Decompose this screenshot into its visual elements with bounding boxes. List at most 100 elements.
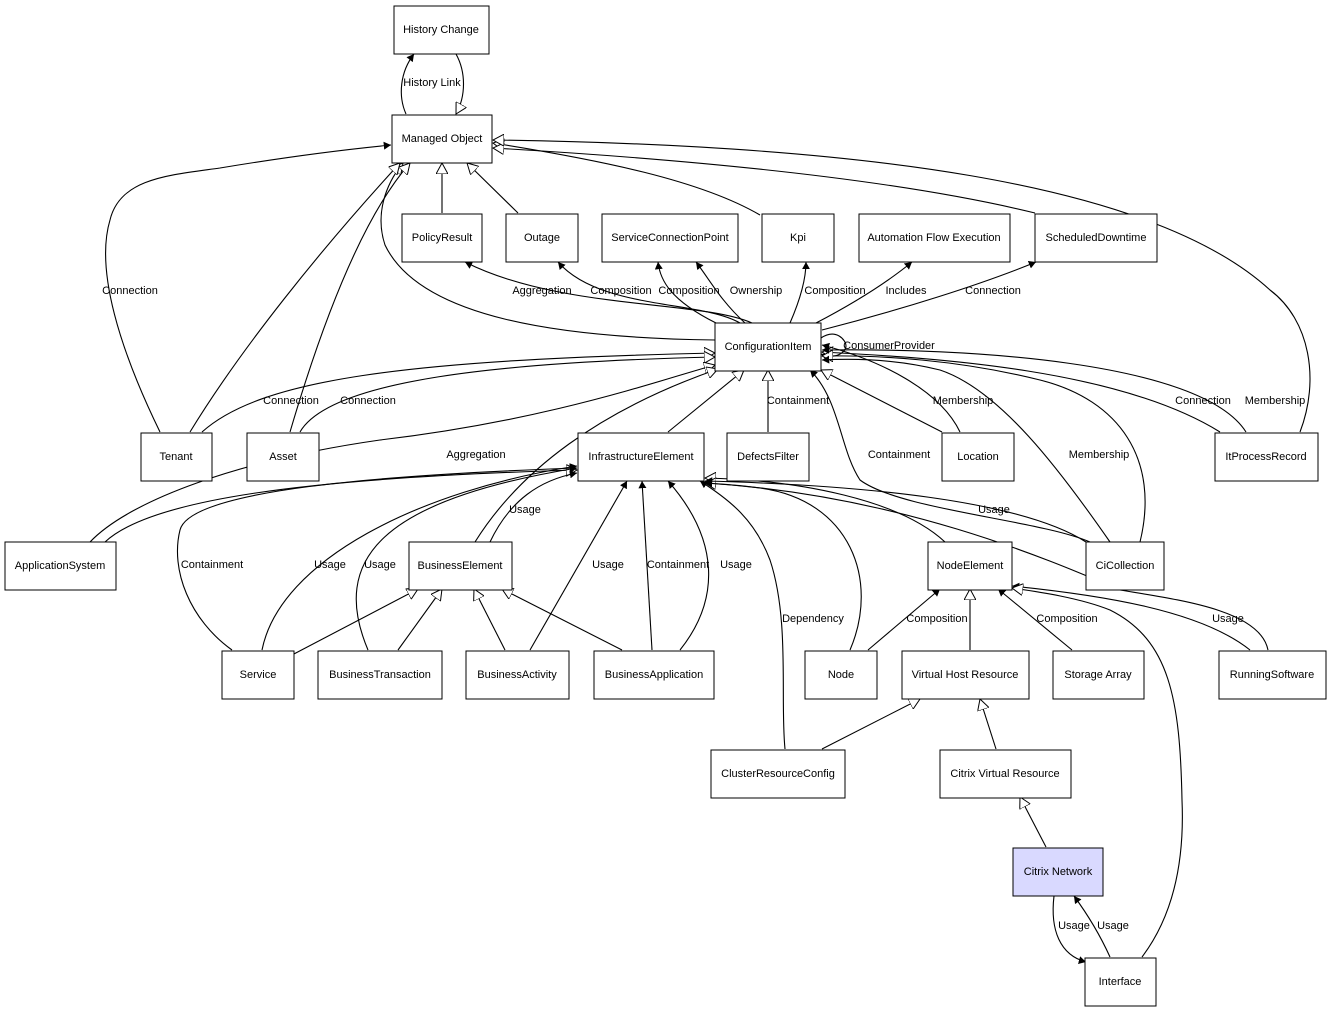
edge-tenant-ci — [201, 353, 715, 433]
edge-itpr-ci-connection — [821, 345, 1247, 433]
edge-history-link-down — [456, 53, 464, 114]
node-application-system[interactable]: ApplicationSystem — [4, 541, 117, 591]
edge-cicol-ci — [822, 356, 1146, 543]
label-containment-location: Containment — [868, 449, 930, 461]
node-configuration-item[interactable]: ConfigurationItem — [714, 322, 822, 372]
edge-node-ie — [704, 479, 862, 651]
edge-iface-cn-usage — [1073, 895, 1111, 958]
node-tenant[interactable]: Tenant — [140, 432, 213, 482]
node-infrastructure-element[interactable]: InfrastructureElement — [577, 432, 705, 482]
edge-ci-sd — [821, 261, 1037, 331]
label-usage-running: Usage — [1212, 613, 1244, 625]
edge-ci-afe — [815, 261, 913, 324]
node-business-application[interactable]: BusinessApplication — [593, 650, 715, 700]
label-dependency-crc: Dependency — [782, 613, 844, 625]
node-business-transaction[interactable]: BusinessTransaction — [317, 650, 443, 700]
node-storage-array[interactable]: Storage Array — [1052, 650, 1145, 700]
node-kpi-label: Kpi — [790, 232, 806, 244]
node-defects-filter[interactable]: DefectsFilter — [726, 432, 810, 482]
node-virtual-host-resource-label: Virtual Host Resource — [912, 669, 1019, 681]
node-ci-collection-label: CiCollection — [1096, 560, 1155, 572]
node-infrastructure-element-label: InfrastructureElement — [588, 451, 693, 463]
label-composition-kpi: Composition — [804, 285, 865, 297]
edge-location-ci — [821, 370, 943, 433]
node-cluster-resource-config[interactable]: ClusterResourceConfig — [710, 749, 846, 799]
edge-cicol-ie-usage — [704, 477, 1087, 543]
node-location[interactable]: Location — [941, 432, 1015, 482]
label-membership-itpr: Membership — [1245, 395, 1306, 407]
node-outage[interactable]: Outage — [505, 213, 579, 263]
edge-outage-mo — [467, 163, 519, 214]
label-usage-iface-cn: Usage — [1097, 920, 1129, 932]
label-composition-outage: Composition — [590, 285, 651, 297]
node-citrix-virtual-resource[interactable]: Citrix Virtual Resource — [939, 749, 1072, 799]
node-citrix-network[interactable]: Citrix Network — [1012, 847, 1104, 897]
edge-history-link-up — [400, 53, 415, 115]
node-interface[interactable]: Interface — [1084, 957, 1157, 1007]
node-history-change[interactable]: History Change — [393, 5, 490, 55]
label-history-link: History Link — [403, 77, 461, 89]
edge-ie-ci — [667, 370, 744, 433]
node-storage-array-label: Storage Array — [1064, 669, 1132, 681]
node-managed-object[interactable]: Managed Object — [391, 114, 493, 164]
node-business-activity[interactable]: BusinessActivity — [465, 650, 570, 700]
node-service-label: Service — [240, 669, 277, 681]
node-business-transaction-label: BusinessTransaction — [329, 669, 431, 681]
label-connection-itpr: Connection — [1175, 395, 1231, 407]
edge-iface-ne — [1012, 588, 1183, 958]
node-node-label: Node — [828, 669, 854, 681]
node-application-system-label: ApplicationSystem — [15, 560, 106, 572]
edge-ci-scp-ownership — [695, 261, 746, 324]
label-membership-cicol: Membership — [1069, 449, 1130, 461]
label-tenant-mo-connection: Connection — [102, 285, 158, 297]
edge-cn-iface-usage — [1052, 895, 1087, 964]
edge-bapp-ie-containment — [638, 480, 653, 651]
edge-bt-ie-usage — [355, 465, 578, 651]
label-ownership-scp: Ownership — [730, 285, 783, 297]
node-outage-label: Outage — [524, 232, 560, 244]
node-policy-result[interactable]: PolicyResult — [401, 213, 483, 263]
node-service[interactable]: Service — [221, 650, 295, 700]
node-business-activity-label: BusinessActivity — [477, 669, 557, 681]
label-composition-scp: Composition — [658, 285, 719, 297]
edge-appsys-ci — [89, 365, 715, 543]
label-containment-defects: Containment — [767, 395, 829, 407]
label-membership-location: Membership — [933, 395, 994, 407]
edge-be-ie-usage — [489, 470, 578, 543]
edge-cicol-ci-membership — [821, 355, 1111, 543]
node-scheduled-downtime[interactable]: ScheduledDowntime — [1034, 213, 1158, 263]
label-usage-be: Usage — [509, 504, 541, 516]
node-asset[interactable]: Asset — [246, 432, 320, 482]
node-virtual-host-resource[interactable]: Virtual Host Resource — [901, 650, 1030, 700]
edge-bapp-ie-usage — [667, 480, 710, 651]
edge-crc-ie-dependency — [699, 480, 786, 750]
node-service-connection-point[interactable]: ServiceConnectionPoint — [601, 213, 739, 263]
label-asset-ci-connection: Connection — [340, 395, 396, 407]
node-tenant-label: Tenant — [159, 451, 192, 463]
node-node[interactable]: Node — [804, 650, 878, 700]
label-aggregation-policy: Aggregation — [512, 285, 571, 297]
label-usage-bapp: Usage — [720, 559, 752, 571]
node-history-change-label: History Change — [403, 24, 479, 36]
node-kpi[interactable]: Kpi — [761, 213, 835, 263]
label-includes-afe: Includes — [886, 285, 927, 297]
label-consumer-provider: ConsumerProvider — [843, 340, 935, 352]
node-business-element[interactable]: BusinessElement — [408, 541, 513, 591]
edge-location-ci-membership — [821, 342, 961, 433]
edge-asset-ci — [299, 357, 715, 433]
node-managed-object-label: Managed Object — [402, 133, 483, 145]
node-ci-collection[interactable]: CiCollection — [1085, 541, 1165, 591]
node-it-process-record[interactable]: ItProcessRecord — [1214, 432, 1319, 482]
edge-bapp-be — [502, 589, 623, 651]
label-composition-node: Composition — [906, 613, 967, 625]
node-service-connection-point-label: ServiceConnectionPoint — [611, 232, 728, 244]
node-running-software[interactable]: RunningSoftware — [1218, 650, 1327, 700]
node-asset-label: Asset — [269, 451, 297, 463]
node-cluster-resource-config-label: ClusterResourceConfig — [721, 768, 835, 780]
node-node-element[interactable]: NodeElement — [927, 541, 1013, 591]
edge-tenant-mo-connection — [105, 141, 392, 433]
node-automation-flow-execution[interactable]: Automation Flow Execution — [858, 213, 1011, 263]
edge-ci-outage — [557, 261, 741, 324]
edge-nodeelement-ie — [705, 478, 946, 543]
